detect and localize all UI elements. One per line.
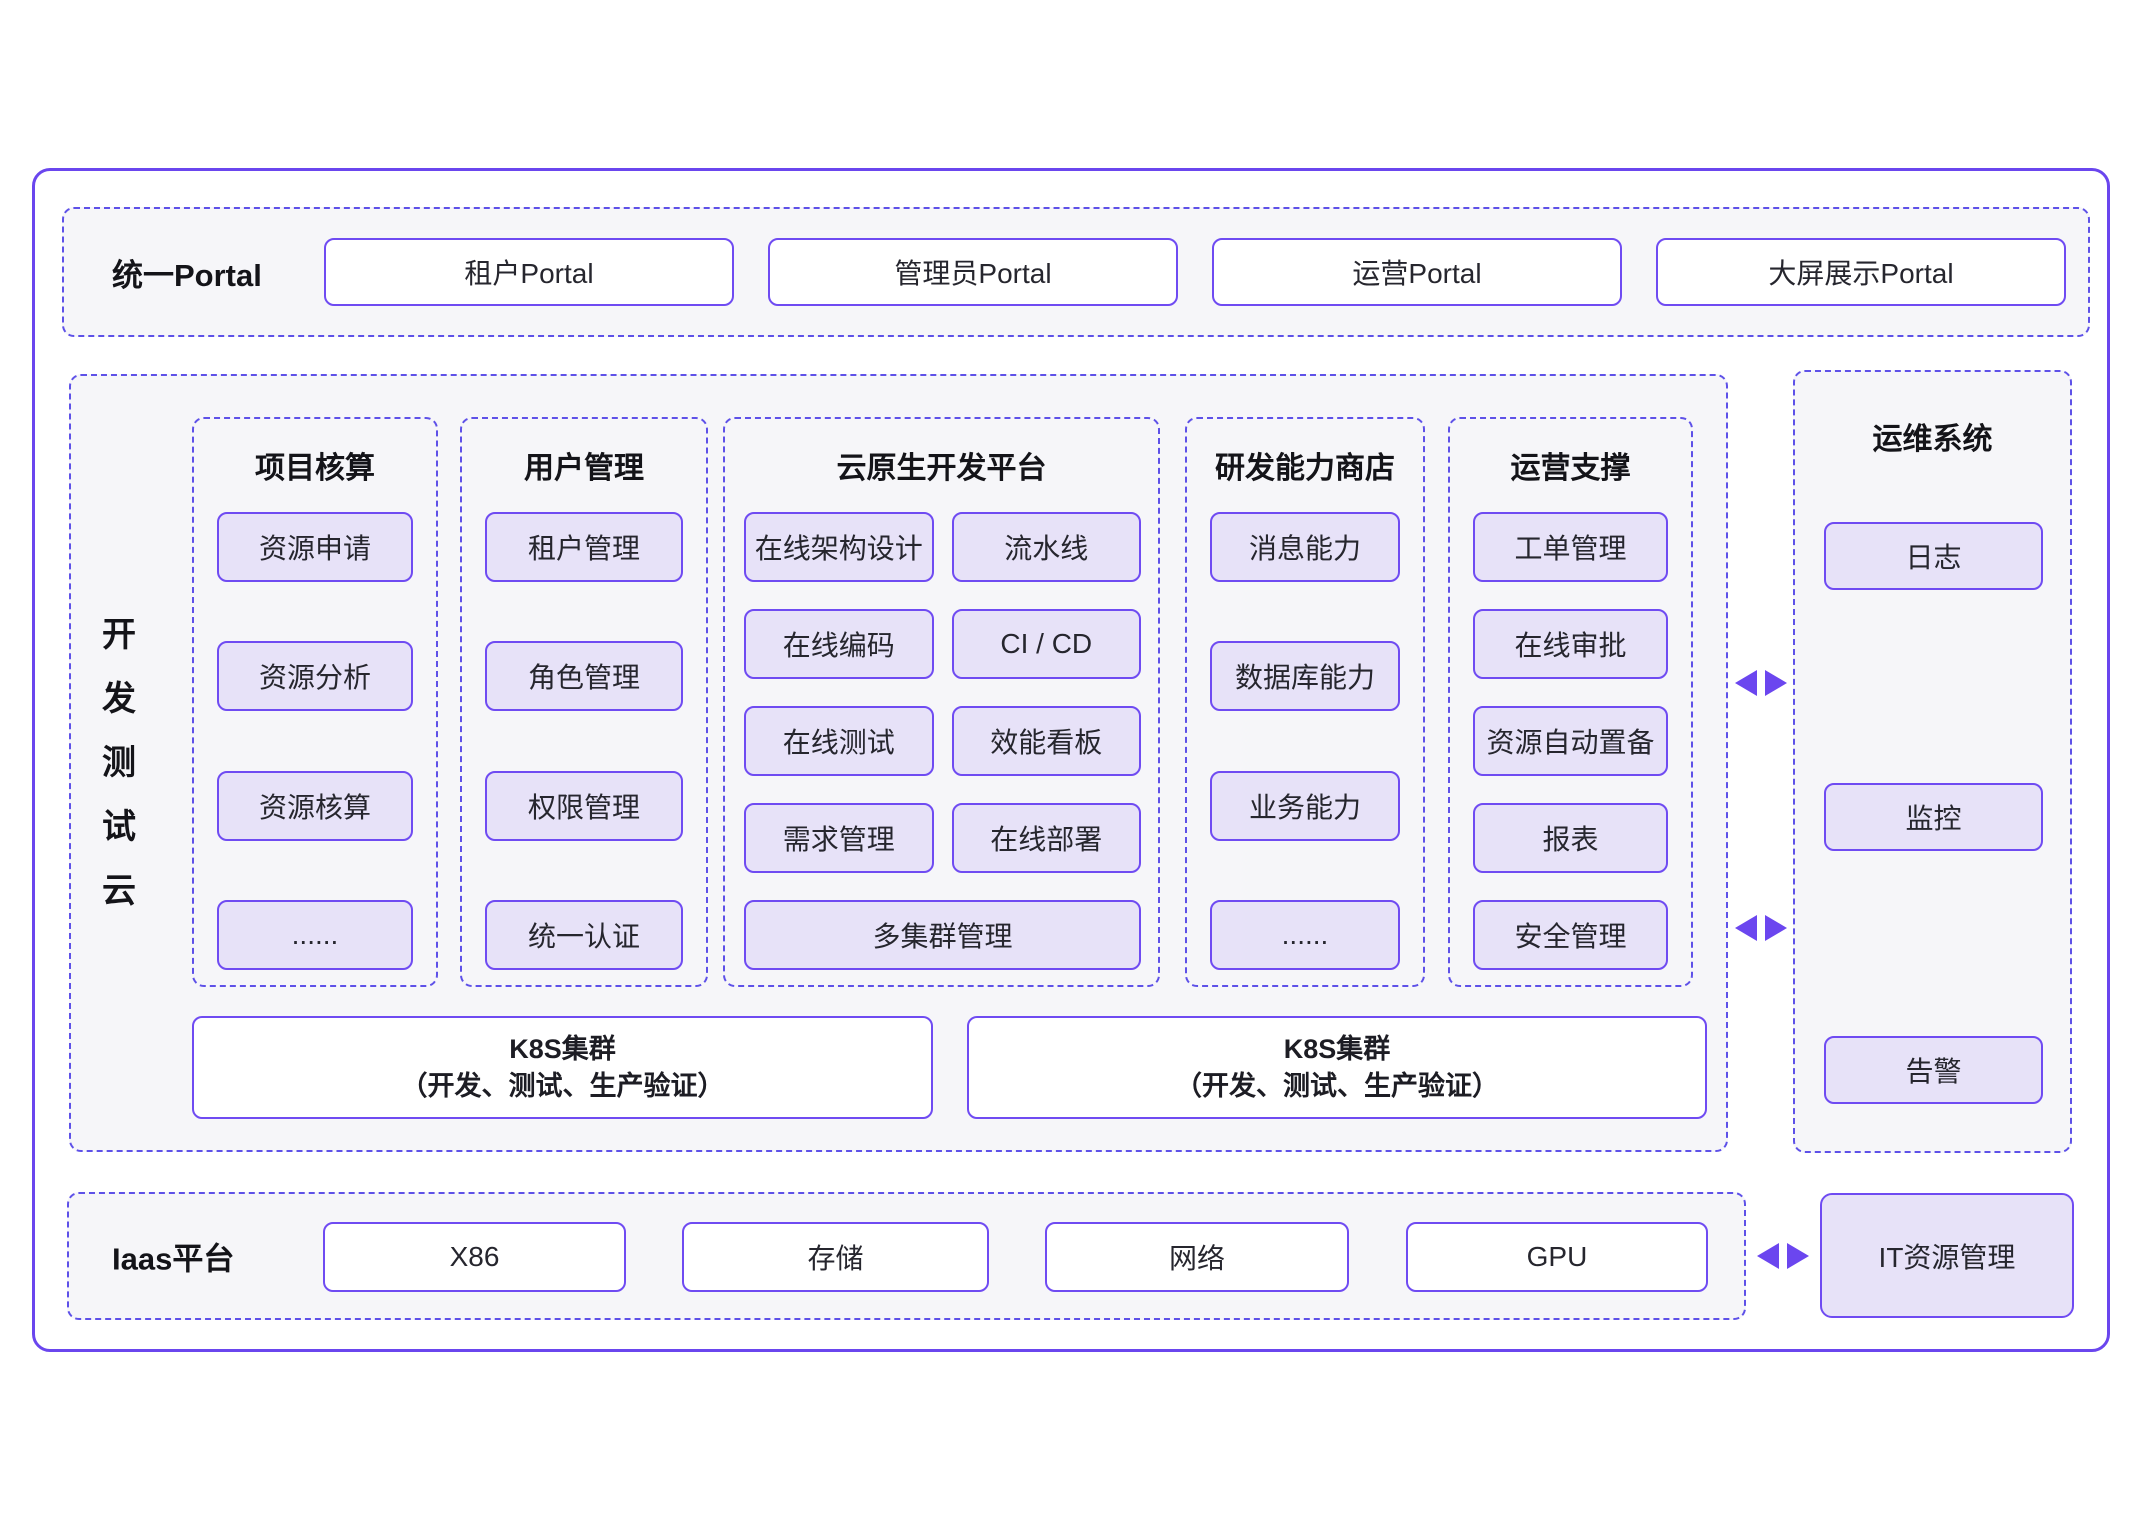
column-items: 资源申请 资源分析 资源核算 ...... <box>217 512 413 970</box>
node-k8s-cluster-2: K8S集群 （开发、测试、生产验证） <box>967 1016 1707 1119</box>
node-database-capability: 数据库能力 <box>1210 641 1400 712</box>
column-title: 研发能力商店 <box>1215 452 1395 485</box>
node-bigscreen-portal: 大屏展示Portal <box>1656 238 2066 306</box>
right-arrow-icon <box>1765 670 1787 696</box>
node-ellipsis: ...... <box>1210 899 1400 970</box>
column-items: 工单管理 在线审批 资源自动置备 报表 安全管理 <box>1473 512 1668 970</box>
node-role-management: 角色管理 <box>485 641 683 712</box>
left-arrow-icon <box>1735 670 1757 696</box>
dev-test-cloud-char: 试 <box>102 808 136 846</box>
column-items: 租户管理 角色管理 权限管理 统一认证 <box>485 512 683 970</box>
column-items: 消息能力 数据库能力 业务能力 ...... <box>1210 512 1400 970</box>
node-ci-cd: CI / CD <box>951 609 1141 679</box>
node-resource-accounting: 资源核算 <box>217 770 413 841</box>
node-network: 网络 <box>1045 1222 1349 1292</box>
section-ops-system: 运维系统 日志 监控 告警 <box>1793 370 2072 1153</box>
node-online-testing: 在线测试 <box>744 706 934 776</box>
node-multi-cluster-management: 多集群管理 <box>744 900 1141 970</box>
iaas-platform-label: Iaas平台 <box>112 1241 235 1277</box>
section-iaas-platform: Iaas平台 X86 存储 网络 GPU <box>67 1192 1746 1320</box>
section-unified-portal: 统一Portal 租户Portal 管理员Portal 运营Portal 大屏展… <box>62 207 2090 337</box>
right-arrow-icon <box>1787 1243 1809 1269</box>
unified-portal-label: 统一Portal <box>112 257 262 293</box>
node-online-approval: 在线审批 <box>1473 609 1668 679</box>
node-requirement-management: 需求管理 <box>744 803 934 873</box>
bidirectional-arrow-top <box>1735 670 1787 696</box>
node-resource-analysis: 资源分析 <box>217 641 413 712</box>
grid-row: 多集群管理 <box>744 900 1141 970</box>
node-monitoring: 监控 <box>1824 783 2043 851</box>
node-efficiency-dashboard: 效能看板 <box>951 706 1141 776</box>
grid-row: 在线测试 效能看板 <box>744 706 1141 776</box>
node-report: 报表 <box>1473 803 1668 873</box>
bidirectional-arrow-middle <box>1735 915 1787 941</box>
column-title: 云原生开发平台 <box>836 452 1047 485</box>
column-cloud-native-platform: 云原生开发平台 在线架构设计 流水线 在线编码 CI / CD 在线测试 效能看… <box>723 417 1160 987</box>
node-operation-portal: 运营Portal <box>1212 238 1622 306</box>
node-it-resource-management: IT资源管理 <box>1820 1193 2074 1318</box>
node-security-management: 安全管理 <box>1473 900 1668 970</box>
left-arrow-icon <box>1735 915 1757 941</box>
grid-row: 需求管理 在线部署 <box>744 803 1141 873</box>
portal-box-row: 租户Portal 管理员Portal 运营Portal 大屏展示Portal <box>324 238 2066 306</box>
column-items: 在线架构设计 流水线 在线编码 CI / CD 在线测试 效能看板 需求管理 在… <box>744 512 1141 970</box>
node-pipeline: 流水线 <box>951 512 1141 582</box>
k8s-cluster-name: K8S集群 <box>1283 1033 1391 1064</box>
dev-test-cloud-char: 发 <box>102 680 136 718</box>
node-log: 日志 <box>1824 522 2043 590</box>
node-online-arch-design: 在线架构设计 <box>744 512 934 582</box>
dev-test-cloud-char: 开 <box>102 616 136 654</box>
column-title: 运营支撑 <box>1510 452 1631 485</box>
node-message-capability: 消息能力 <box>1210 512 1400 582</box>
node-online-deployment: 在线部署 <box>951 803 1141 873</box>
dev-test-cloud-char: 云 <box>102 872 136 910</box>
node-admin-portal: 管理员Portal <box>768 238 1178 306</box>
k8s-cluster-envs: （开发、测试、生产验证） <box>1175 1070 1499 1101</box>
node-work-order-management: 工单管理 <box>1473 512 1668 582</box>
node-resource-apply: 资源申请 <box>217 512 413 582</box>
left-arrow-icon <box>1757 1243 1779 1269</box>
column-rd-capability-store: 研发能力商店 消息能力 数据库能力 业务能力 ...... <box>1185 417 1425 987</box>
node-alert: 告警 <box>1824 1036 2043 1104</box>
node-online-coding: 在线编码 <box>744 609 934 679</box>
node-tenant-portal: 租户Portal <box>324 238 734 306</box>
dev-test-cloud-label: 开 发 测 试 云 <box>102 603 136 923</box>
node-x86: X86 <box>323 1222 626 1292</box>
node-business-capability: 业务能力 <box>1210 770 1400 841</box>
node-tenant-management: 租户管理 <box>485 512 683 582</box>
grid-row: 在线架构设计 流水线 <box>744 512 1141 582</box>
node-auto-provisioning: 资源自动置备 <box>1473 706 1668 776</box>
grid-row: 在线编码 CI / CD <box>744 609 1141 679</box>
k8s-cluster-envs: （开发、测试、生产验证） <box>400 1070 725 1101</box>
bidirectional-arrow-bottom <box>1757 1243 1809 1269</box>
column-title: 项目核算 <box>255 452 375 485</box>
column-operation-support: 运营支撑 工单管理 在线审批 资源自动置备 报表 安全管理 <box>1448 417 1693 987</box>
right-arrow-icon <box>1765 915 1787 941</box>
column-user-management: 用户管理 租户管理 角色管理 权限管理 统一认证 <box>460 417 708 987</box>
node-permission-management: 权限管理 <box>485 770 683 841</box>
node-gpu: GPU <box>1406 1222 1708 1292</box>
section-dev-test-cloud: 开 发 测 试 云 项目核算 资源申请 资源分析 资源核算 ...... 用户管… <box>69 374 1728 1152</box>
node-unified-auth: 统一认证 <box>485 899 683 970</box>
ops-system-title: 运维系统 <box>1872 423 1993 456</box>
dev-test-cloud-char: 测 <box>102 744 136 782</box>
node-k8s-cluster-1: K8S集群 （开发、测试、生产验证） <box>192 1016 933 1119</box>
node-ellipsis: ...... <box>217 899 413 970</box>
k8s-cluster-name: K8S集群 <box>509 1033 616 1064</box>
node-storage: 存储 <box>682 1222 989 1292</box>
column-title: 用户管理 <box>524 452 644 485</box>
column-project-accounting: 项目核算 资源申请 资源分析 资源核算 ...... <box>192 417 438 987</box>
